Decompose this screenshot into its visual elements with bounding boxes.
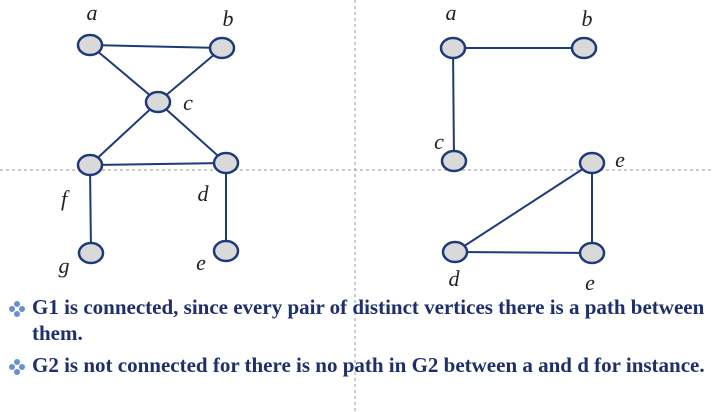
vertex-b bbox=[570, 36, 598, 60]
vertex-d bbox=[441, 240, 469, 264]
graph-g1: a b c f d g e bbox=[59, 0, 240, 278]
vertex-label-d: d bbox=[449, 266, 461, 291]
edge-b-c bbox=[157, 47, 223, 103]
bullet-text: G2 is not connected for there is no path… bbox=[32, 353, 705, 377]
vertex-d bbox=[212, 151, 240, 175]
vertex-label-c: c bbox=[434, 129, 444, 154]
vertex-b bbox=[208, 36, 236, 60]
bullet-text: G1 is connected, since every pair of dis… bbox=[32, 295, 705, 345]
edge-c-d bbox=[157, 101, 227, 164]
vertex-label-d: d bbox=[198, 181, 210, 206]
vertex-label-c: c bbox=[183, 90, 193, 115]
vertex-label-e: e bbox=[615, 147, 625, 172]
vertex-a bbox=[439, 36, 467, 60]
bullet-list: G1 is connected, since every pair of dis… bbox=[8, 294, 708, 384]
edge-f-g bbox=[89, 164, 92, 254]
vertex-e bbox=[578, 151, 606, 175]
edge-f-d bbox=[89, 162, 227, 166]
edge-c-f bbox=[89, 101, 159, 166]
vertex-c bbox=[144, 90, 172, 114]
vertex-c bbox=[440, 149, 468, 173]
vertex-label-e2: e bbox=[585, 270, 595, 295]
vertex-label-f: f bbox=[61, 186, 70, 211]
edge-a-c bbox=[89, 44, 159, 103]
bullet-item-1: G1 is connected, since every pair of dis… bbox=[8, 294, 708, 346]
diamond-bullet-icon bbox=[9, 359, 25, 375]
vertex-f bbox=[76, 153, 104, 177]
vertex-label-b: b bbox=[582, 6, 593, 31]
graph-g2: a b c e d e bbox=[434, 0, 625, 295]
bullet-item-2: G2 is not connected for there is no path… bbox=[8, 352, 708, 378]
vertex-a bbox=[76, 33, 104, 57]
vertex-g bbox=[77, 241, 105, 265]
vertex-e2 bbox=[578, 241, 606, 265]
vertex-label-e: e bbox=[196, 250, 206, 275]
vertex-e bbox=[212, 239, 240, 263]
vertex-label-a: a bbox=[87, 0, 98, 25]
diamond-bullet-icon bbox=[9, 301, 25, 317]
edge-a-c bbox=[452, 47, 455, 162]
edge-d-e2 bbox=[454, 251, 593, 254]
edge-a-b bbox=[89, 44, 223, 49]
edge-e-d bbox=[454, 162, 593, 253]
vertex-label-a: a bbox=[446, 0, 457, 25]
vertex-label-b: b bbox=[223, 6, 234, 31]
vertex-label-g: g bbox=[59, 253, 70, 278]
